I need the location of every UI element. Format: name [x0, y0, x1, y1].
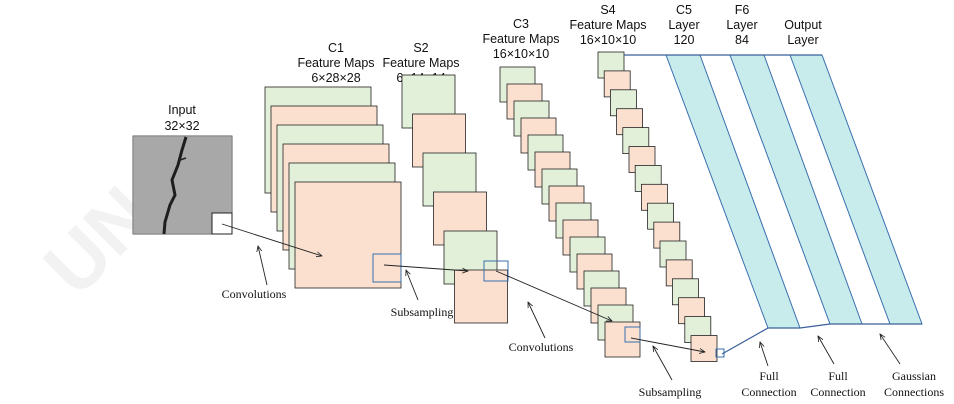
c1-layer: C1 Feature Maps 6×28×28 [264, 41, 402, 289]
c1-title: C1 [328, 41, 344, 55]
pointer-sub2 [653, 346, 673, 381]
c1-maps [264, 86, 402, 289]
s2-sub: Feature Maps [382, 56, 459, 70]
fc-bottom-line [721, 323, 922, 355]
c1-feature-map [294, 181, 402, 289]
s2-kernel-window [483, 260, 509, 282]
c1-sub: Feature Maps [297, 56, 374, 70]
c3-feature-map [604, 321, 641, 358]
c3-layer: C3 Feature Maps 16×10×10 [482, 17, 641, 358]
pointer-conv1 [258, 246, 268, 286]
crack-line [162, 136, 188, 235]
pointer-full2 [818, 336, 835, 365]
c3-maps [499, 66, 641, 358]
caption-conv1: Convolutions [222, 287, 287, 301]
pointer-sub1 [406, 270, 419, 301]
arrow-c3-s4 [630, 337, 705, 352]
caption-full1-line1: Full [759, 369, 779, 383]
fc-layers [624, 54, 923, 355]
s4-sub: Feature Maps [569, 18, 646, 32]
s2-maps [401, 74, 509, 324]
output-sub: Layer [787, 33, 818, 47]
mapping-arrows [221, 223, 705, 352]
caption-sub2: Subsampling [639, 385, 702, 399]
c3-sub: Feature Maps [482, 32, 559, 46]
caption-conv2: Convolutions [509, 340, 574, 354]
s2-feature-map [454, 269, 508, 324]
arrow-s2-c3 [495, 270, 612, 321]
c1-subsample-window [372, 253, 402, 283]
f6-size: 84 [735, 33, 749, 47]
s4-title: S4 [600, 3, 615, 17]
caption-gauss-line1: Gaussian [892, 369, 936, 383]
s4-feature-map [690, 335, 718, 362]
c5-title: C5 [676, 3, 692, 17]
arrow-c1-s2 [383, 264, 468, 271]
f6-sub: Layer [726, 18, 757, 32]
caption-full1-line2: Connection [741, 385, 796, 399]
s2-layer: S2 Feature Maps 6×14×14 [382, 41, 509, 324]
input-layer: Input 32×32 [132, 103, 233, 235]
c1-size: 6×28×28 [311, 71, 360, 85]
caption-full2-line1: Full [828, 369, 848, 383]
caption-gauss-line2: Connections [884, 385, 944, 399]
input-size: 32×32 [164, 119, 199, 133]
pointer-conv2 [528, 302, 546, 339]
input-kernel-window [211, 212, 233, 235]
c3-title: C3 [513, 17, 529, 31]
c3-size: 16×10×10 [493, 47, 549, 61]
s2-title: S2 [413, 41, 428, 55]
s4-size: 16×10×10 [580, 33, 636, 47]
pointer-full1 [760, 342, 769, 367]
c3-subsample-window [624, 326, 641, 343]
caption-sub1: Subsampling [391, 305, 454, 319]
c5-sub: Layer [668, 18, 699, 32]
output-title: Output [784, 18, 822, 32]
crack-branch [179, 157, 187, 161]
arrow-input-c1 [221, 223, 322, 256]
input-title: Input [168, 103, 196, 117]
caption-full2-line2: Connection [810, 385, 865, 399]
pointer-gauss [880, 334, 901, 365]
f6-title: F6 [735, 3, 750, 17]
c5-size: 120 [674, 33, 695, 47]
caption-pointers [258, 246, 901, 381]
